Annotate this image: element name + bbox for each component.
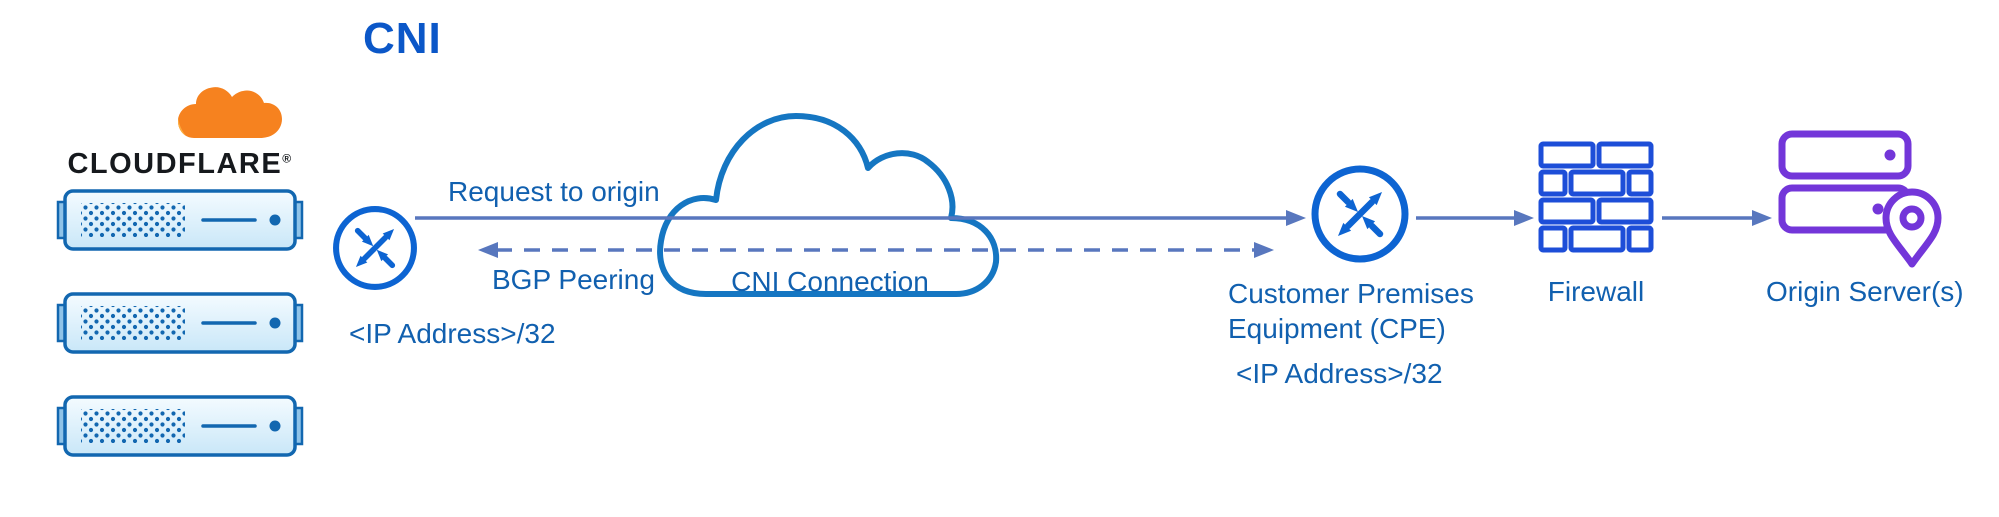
cpe-label-line2: Equipment (CPE) bbox=[1228, 313, 1446, 344]
bgp-peering-label: BGP Peering bbox=[492, 264, 655, 295]
cpe-label: Customer Premises Equipment (CPE) bbox=[1228, 276, 1474, 346]
registered-mark: ® bbox=[282, 151, 293, 166]
cpe-to-firewall-arrowhead bbox=[1514, 210, 1534, 226]
brand-name: CLOUDFLARE bbox=[67, 148, 283, 180]
cloudflare-edge-server-3 bbox=[55, 394, 305, 458]
cpe-ip-label: <IP Address>/32 bbox=[1236, 358, 1443, 389]
cloudflare-router-ip-label: <IP Address>/32 bbox=[349, 318, 556, 349]
server-rack-icon bbox=[56, 395, 304, 457]
cloud-label: CNI Connection bbox=[731, 266, 929, 297]
origin-server-icon bbox=[1778, 130, 1942, 268]
cloudflare-router-icon bbox=[333, 206, 417, 290]
cloudflare-cloud-logo-icon bbox=[178, 87, 282, 139]
server-rack-icon bbox=[56, 292, 304, 354]
cni-connection-cloud: CNI Connection bbox=[656, 104, 1004, 300]
cpe-label-line1: Customer Premises bbox=[1228, 278, 1474, 309]
page-title: CNI bbox=[363, 14, 442, 63]
firewall-icon bbox=[1538, 141, 1654, 253]
firewall-to-origin-arrowhead bbox=[1752, 210, 1772, 226]
server-rack-icon bbox=[56, 189, 304, 251]
bgp-arrowhead-right bbox=[1254, 242, 1274, 258]
request-arrowhead bbox=[1286, 210, 1306, 226]
cpe-router-icon bbox=[1311, 165, 1409, 263]
origin-server-label: Origin Server(s) bbox=[1766, 276, 1964, 307]
cloudflare-edge-server-1 bbox=[55, 188, 305, 252]
request-to-origin-label: Request to origin bbox=[448, 176, 660, 207]
cloudflare-edge-server-2 bbox=[55, 291, 305, 355]
bgp-arrowhead-left bbox=[478, 242, 498, 258]
firewall-label: Firewall bbox=[1547, 276, 1645, 307]
cloudflare-wordmark: CLOUDFLARE® bbox=[52, 148, 308, 181]
